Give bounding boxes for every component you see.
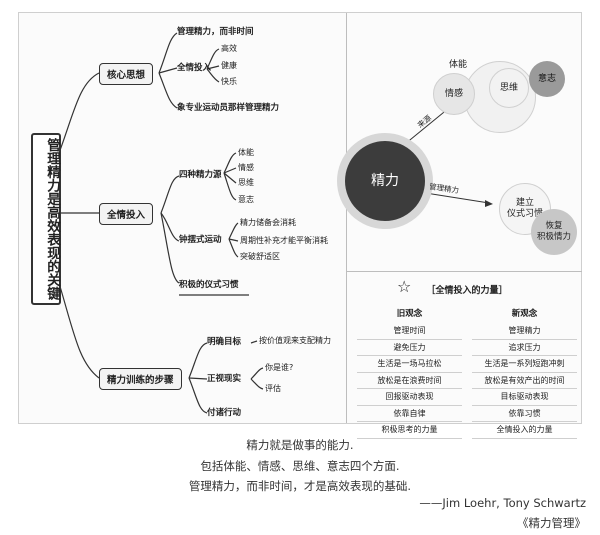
- core-item-2: 全情投入: [177, 63, 212, 73]
- energy-arrows: [393, 106, 493, 207]
- step-take-action: 付诸行动: [207, 408, 242, 418]
- diagram-source-physical: 体能: [449, 60, 468, 70]
- old-row: 放松是在浪费时间: [357, 373, 462, 389]
- core-item-1: 管理精力，而非时间: [177, 27, 254, 37]
- reality-who: 你是谁?: [265, 363, 294, 372]
- illustration-frame: 管理精力是高效表现的关键 核心思想 管理精力，而非时间 全情投入 象专业运动员那…: [18, 12, 582, 439]
- old-row: 依靠自律: [357, 406, 462, 422]
- new-ideas-column: 新观念 管理精力 追求压力 生活是一系列短跑冲刺 放松是有效产出的时间 目标驱动…: [472, 307, 577, 439]
- old-row: 积极思考的力量: [357, 422, 462, 439]
- new-header: 新观念: [511, 309, 538, 319]
- branch-core-idea: 核心思想: [99, 63, 154, 85]
- habit-label: 建立 仪式习惯: [506, 198, 543, 219]
- quote-author: ——Jim Loehr, Tony Schwartz: [419, 496, 586, 510]
- mind-map-title: 管理精力是高效表现的关键: [31, 133, 61, 305]
- pendulum-item-3: 突破舒适区: [240, 252, 280, 261]
- energy-center-label: 精力: [371, 172, 399, 189]
- source-spiritual: 意志: [238, 195, 254, 204]
- core-item-3: 象专业运动员那样管理精力: [177, 103, 280, 113]
- diagram-source-spiritual: 意志: [537, 73, 556, 84]
- new-row: 目标驱动表现: [472, 389, 577, 406]
- star-icon: ☆: [397, 277, 412, 296]
- quote-line-2: 包括体能、情感、思维、意志四个方面.: [200, 459, 400, 473]
- old-header: 旧观念: [396, 309, 423, 319]
- horizontal-divider: [347, 271, 582, 272]
- energy-center-circle: 精力: [345, 141, 425, 221]
- source-physical: 体能: [238, 148, 254, 157]
- step-clear-goal: 明确目标: [207, 337, 242, 347]
- new-row: 依靠习惯: [472, 406, 577, 422]
- quote-line-3: 管理精力，而非时间，才是高效表现的基础.: [188, 479, 412, 493]
- core-sub-efficient: 高效: [221, 44, 237, 53]
- branch-full-engagement: 全情投入: [99, 203, 154, 225]
- vertical-divider: [346, 13, 347, 423]
- engagement-item-2: 钟摆式运动: [179, 235, 222, 245]
- goal-note: 按价值观来支配精力: [259, 336, 331, 345]
- reality-assess: 评估: [265, 384, 281, 393]
- new-row: 放松是有效产出的时间: [472, 373, 577, 389]
- source-mental: 思维: [238, 178, 254, 187]
- old-row: 生活是一场马拉松: [357, 356, 462, 373]
- step-face-reality: 正视现实: [207, 374, 242, 384]
- quote-book: 《精力管理》: [517, 516, 586, 530]
- mind-circle: 思维: [489, 68, 529, 108]
- new-row: 全情投入的力量: [472, 422, 577, 439]
- quote-line-1: 精力就是做事的能力.: [246, 438, 354, 452]
- mind-map-connectors: [58, 32, 264, 414]
- source-emotional: 情感: [238, 163, 254, 172]
- new-row: 生活是一系列短跑冲刺: [472, 356, 577, 373]
- new-row: 追求压力: [472, 340, 577, 356]
- engagement-item-3: 积极的仪式习惯: [179, 280, 239, 290]
- will-circle: 意志: [529, 61, 565, 97]
- diagram-source-mental: 思维: [499, 82, 518, 93]
- core-sub-happy: 快乐: [221, 77, 237, 86]
- old-row: 回报驱动表现: [357, 389, 462, 406]
- emotion-circle: 情感: [433, 73, 475, 115]
- branch-training-steps: 精力训练的步骤: [99, 368, 182, 390]
- old-row: 避免压力: [357, 340, 462, 356]
- pendulum-item-2: 周期性补充才能平衡消耗: [240, 236, 328, 245]
- pendulum-item-1: 精力储备会消耗: [240, 218, 296, 227]
- recover-label: 恢复 积极情力: [536, 221, 571, 242]
- new-row: 管理精力: [472, 323, 577, 340]
- old-ideas-column: 旧观念 管理时间 避免压力 生活是一场马拉松 放松是在浪费时间 回报驱动表现 依…: [357, 307, 462, 439]
- diagram-source-emotional: 情感: [444, 88, 463, 99]
- old-row: 管理时间: [357, 323, 462, 340]
- table-title: ［全情投入的力量］: [426, 286, 508, 296]
- mind-map: 管理精力是高效表现的关键 核心思想 管理精力，而非时间 全情投入 象专业运动员那…: [19, 13, 346, 423]
- core-sub-healthy: 健康: [221, 61, 237, 70]
- engagement-item-1: 四种精力源: [179, 170, 222, 180]
- recover-circle: 恢复 积极情力: [531, 209, 577, 255]
